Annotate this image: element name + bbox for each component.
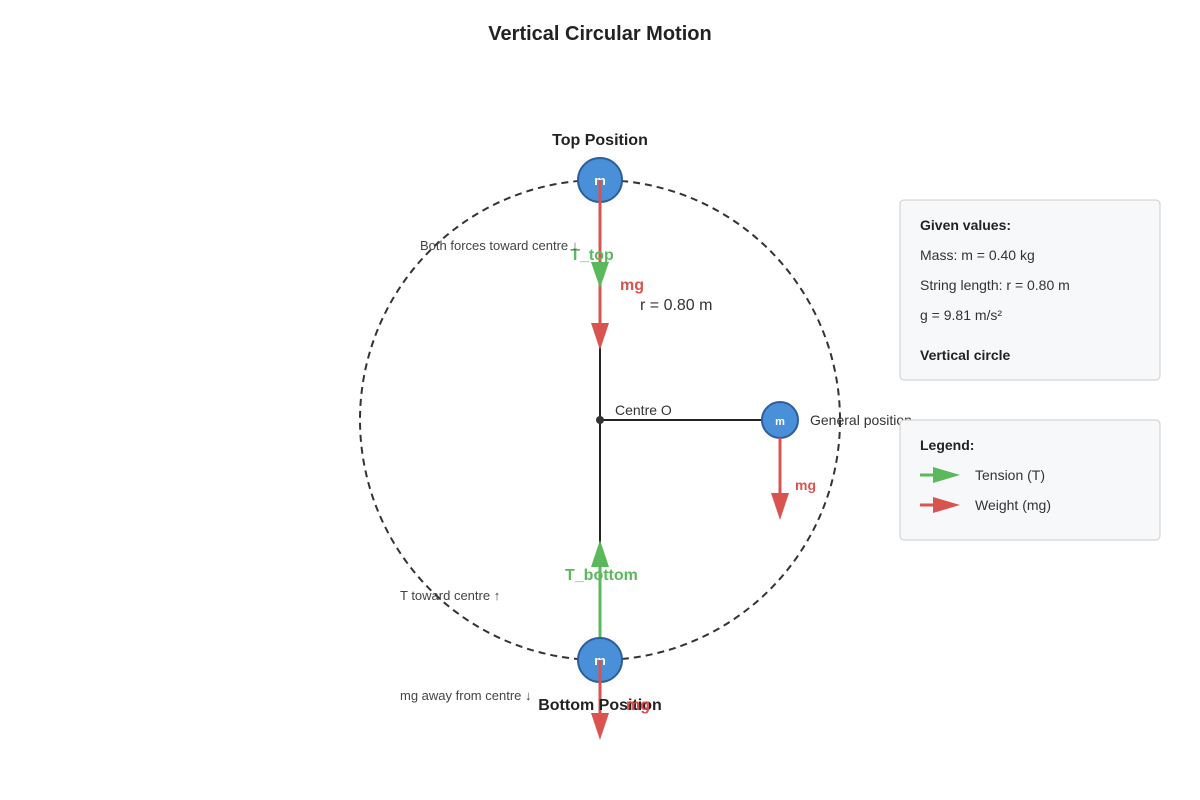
general-position-label: General position (810, 412, 912, 428)
weight-bottom-label: mg (626, 697, 650, 714)
centre-point (596, 416, 604, 424)
diagram-title: Vertical Circular Motion (488, 23, 711, 45)
bottom-weight-note: mg away from centre ↓ (400, 688, 532, 703)
centre-label: Centre O (615, 402, 672, 418)
top-note: Both forces toward centre ↓ (420, 238, 578, 253)
top-position-label: Top Position (552, 132, 648, 149)
mass-general-symbol: m (775, 416, 785, 428)
bottom-tension-note: T toward centre ↑ (400, 588, 500, 603)
tension-top-label: T_top (570, 247, 614, 264)
given-mass: Mass: m = 0.40 kg (920, 247, 1035, 263)
legend-tension-swatch (920, 467, 960, 483)
given-values-heading: Given values: (920, 217, 1011, 233)
tension-bottom-label: T_bottom (565, 567, 638, 584)
weight-arrow-bottom (591, 660, 609, 740)
given-values-panel: Given values: Mass: m = 0.40 kg String l… (899, 199, 1161, 381)
weight-arrow-general (771, 438, 789, 520)
legend-heading: Legend: (920, 437, 974, 453)
given-gravity: g = 9.81 m/s² (920, 307, 1002, 323)
radius-label: r = 0.80 m (640, 297, 712, 314)
legend-weight-label: Weight (mg) (975, 497, 1051, 513)
given-length: String length: r = 0.80 m (920, 277, 1070, 293)
legend-weight-swatch (920, 497, 960, 513)
tension-arrow-top (591, 262, 609, 288)
legend-panel: Legend: Tension (T) Weight (mg) (899, 419, 1161, 541)
given-footer: Vertical circle (920, 347, 1011, 363)
bottom-position-label: Bottom Position (538, 697, 662, 714)
weight-arrow-top (591, 180, 609, 350)
weight-top-label: mg (620, 277, 644, 294)
weight-general-label: mg (795, 477, 816, 493)
legend-tension-label: Tension (T) (975, 467, 1045, 483)
